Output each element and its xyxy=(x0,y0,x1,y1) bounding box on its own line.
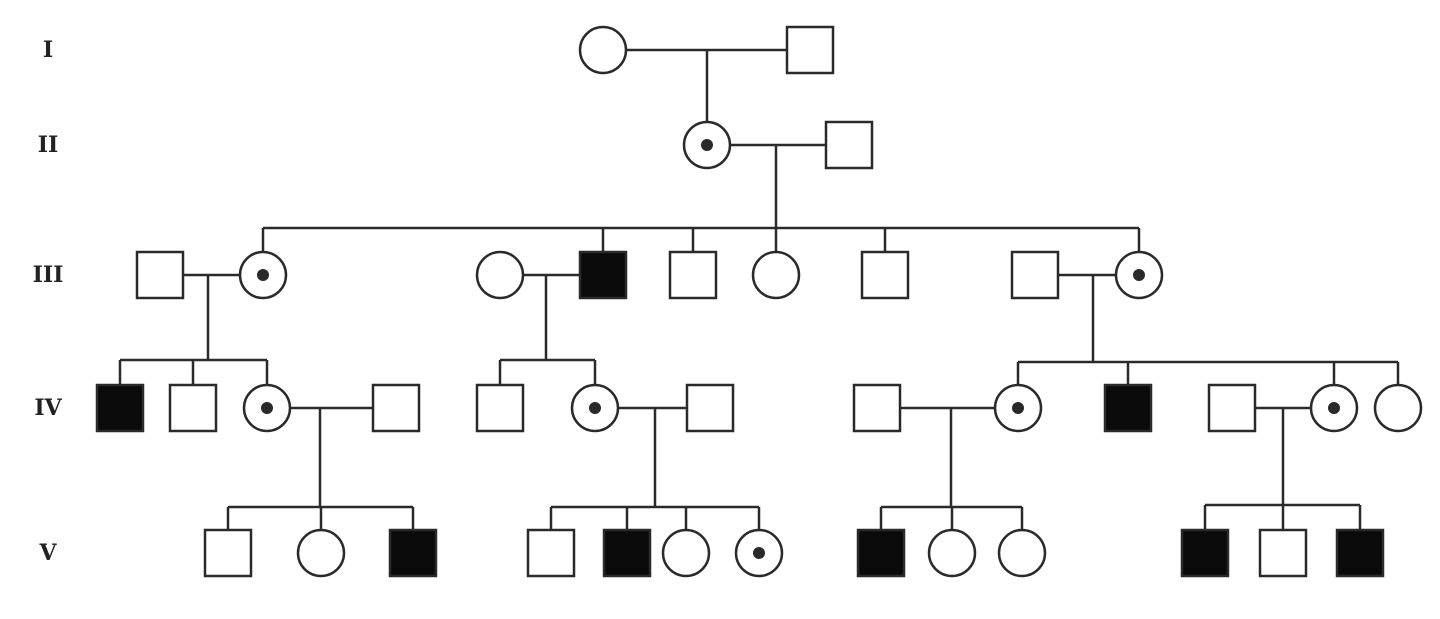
carrier-dot-iii-2 xyxy=(257,269,269,281)
individual-i-2-square xyxy=(785,25,835,75)
carrier-dot-v-7 xyxy=(753,547,765,559)
individual-v-2-circle xyxy=(296,528,346,578)
individual-iv-2-square xyxy=(168,383,218,433)
individual-iii-4-square xyxy=(578,250,628,300)
carrier-dot-iv-3 xyxy=(261,402,273,414)
carrier-dot-iv-6 xyxy=(589,402,601,414)
individual-iv-13-circle xyxy=(1373,383,1423,433)
individual-ii-2-square xyxy=(824,120,874,170)
individual-v-12-square xyxy=(1258,528,1308,578)
individual-v-9-circle xyxy=(927,528,977,578)
individual-iii-6-circle xyxy=(751,250,801,300)
carrier-dot-iv-12 xyxy=(1328,402,1340,414)
individual-iv-5-square xyxy=(475,383,525,433)
individual-v-10-circle xyxy=(997,528,1047,578)
individual-iii-8-square xyxy=(1010,250,1060,300)
individual-iii-3-circle xyxy=(475,250,525,300)
carrier-dot-iv-9 xyxy=(1012,402,1024,414)
generation-label-i: I xyxy=(43,37,53,63)
individual-iii-1-square xyxy=(135,250,185,300)
individual-v-8-square xyxy=(856,528,906,578)
generation-label-v: V xyxy=(38,540,57,566)
carrier-dot-ii-1 xyxy=(701,139,713,151)
individual-v-6-circle xyxy=(661,528,711,578)
relationship-lines xyxy=(118,48,1400,530)
individual-iii-5-square xyxy=(668,250,718,300)
individual-i-1-circle xyxy=(578,25,628,75)
individual-iv-10-square xyxy=(1103,383,1153,433)
individual-v-1-square xyxy=(203,528,253,578)
generation-label-ii: II xyxy=(38,132,59,158)
individual-v-13-square xyxy=(1335,528,1385,578)
generation-label-iv: IV xyxy=(34,395,62,421)
individual-iii-7-square xyxy=(860,250,910,300)
individual-iv-1-square xyxy=(95,383,145,433)
individual-iv-7-square xyxy=(685,383,735,433)
generation-label-iii: III xyxy=(33,262,64,288)
individual-v-4-square xyxy=(526,528,576,578)
individual-symbols xyxy=(95,25,1423,578)
individual-v-5-square xyxy=(602,528,652,578)
individual-iv-8-square xyxy=(852,383,902,433)
carrier-dot-iii-9 xyxy=(1133,269,1145,281)
individual-iv-4-square xyxy=(371,383,421,433)
individual-v-11-square xyxy=(1180,528,1230,578)
individual-iv-11-square xyxy=(1207,383,1257,433)
individual-v-3-square xyxy=(388,528,438,578)
